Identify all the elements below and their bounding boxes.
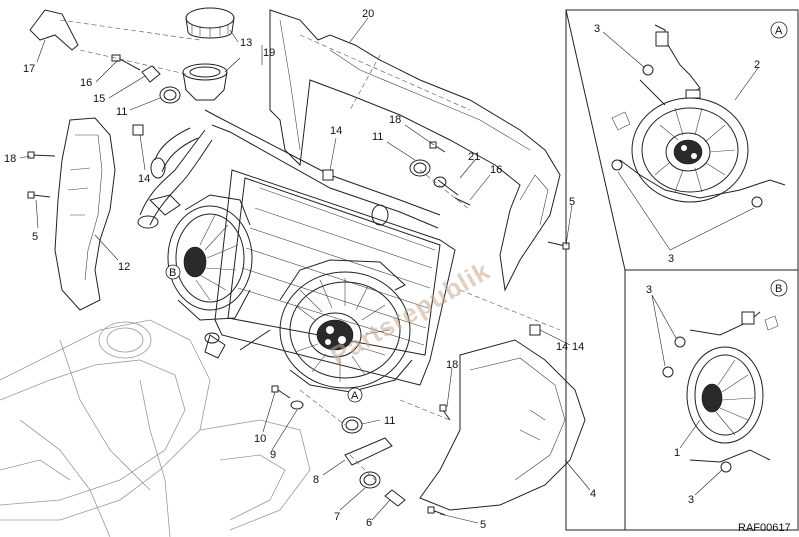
detail-a-labels: A 3 2 3 [594, 21, 788, 265]
detail-a-fan-assembly [602, 24, 786, 251]
callout-13: 13 [240, 37, 252, 49]
main-cooling-fan [239, 259, 413, 393]
callout-18: 18 [389, 114, 401, 126]
callout-19: 19 [263, 47, 275, 59]
callout-14: 14 [572, 341, 584, 353]
detail-b-fan-assembly [651, 294, 779, 496]
frame-outline-ghost [0, 319, 311, 537]
callout-5: 5 [569, 196, 575, 208]
ref-badge-b: B [169, 267, 176, 279]
callout-16: 16 [490, 164, 502, 176]
callout-15: 15 [93, 93, 105, 105]
detail-b-labels: B 3 1 3 [646, 279, 788, 506]
callout-5: 5 [480, 519, 486, 531]
callout-6: 6 [366, 517, 372, 529]
leader-lines [19, 17, 591, 524]
callout-20: 20 [362, 8, 374, 20]
callout-18: 18 [446, 359, 458, 371]
left-side-panel [54, 117, 116, 311]
secondary-cooling-fan [167, 194, 253, 359]
callout-7: 7 [334, 511, 340, 523]
callout-11: 11 [372, 131, 383, 143]
callout-17: 17 [23, 63, 35, 75]
detail-a-badge: A [775, 25, 783, 37]
hardware-small-parts [27, 9, 570, 516]
radiator [214, 169, 456, 386]
callout-14: 14 [330, 125, 342, 137]
drawing-code: RAF00617 [738, 522, 791, 534]
callout-labels: 17 16 15 11 13 19 20 18 14 5 12 14 11 18… [4, 8, 596, 531]
detail-a-callout-3: 3 [668, 253, 674, 265]
detail-b-callout-3: 3 [646, 284, 652, 296]
detail-b-callout-1: 1 [674, 447, 680, 459]
coolant-hoses [137, 109, 441, 229]
radiator-duct-cover [269, 9, 561, 292]
detail-b-badge: B [775, 283, 782, 295]
callout-18: 18 [4, 153, 16, 165]
expansion-tank-cap [182, 7, 235, 101]
callout-21: 21 [468, 151, 480, 163]
right-side-panel [419, 339, 586, 511]
callout-11: 11 [384, 415, 395, 427]
reference-badges: A B [165, 264, 363, 403]
detail-panels [565, 9, 799, 531]
callout-5: 5 [32, 231, 38, 243]
detail-a-callout-2: 2 [754, 59, 760, 71]
callout-14: 14 [138, 173, 150, 185]
callout-12: 12 [118, 261, 130, 273]
detail-a-callout-3: 3 [594, 23, 600, 35]
callout-10: 10 [254, 433, 266, 445]
callout-14: 14 [556, 341, 568, 353]
callout-11: 11 [116, 106, 127, 118]
callout-8: 8 [313, 474, 319, 486]
callout-16: 16 [80, 77, 92, 89]
assembly-dash-lines [59, 19, 561, 481]
callout-4: 4 [590, 488, 596, 500]
ref-badge-a: A [351, 390, 359, 402]
callout-9: 9 [270, 449, 276, 461]
detail-b-callout-3: 3 [688, 494, 694, 506]
